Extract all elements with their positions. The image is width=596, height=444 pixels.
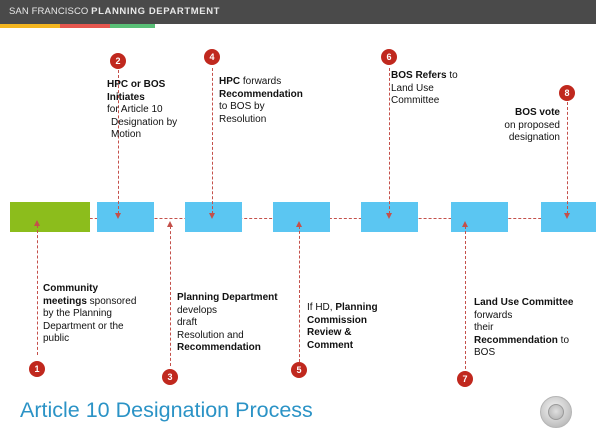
step-desc-line: by the Planning: [43, 308, 112, 319]
step-desc-line: BOS vote: [514, 107, 560, 118]
accent-strip-4: [155, 24, 596, 28]
connector-1-arrow: [34, 220, 40, 226]
connector-5: [299, 226, 300, 362]
step-desc-8: BOS vote on proposed designation: [490, 107, 560, 145]
step-desc-line: designation: [508, 132, 560, 143]
connector-7: [465, 226, 466, 374]
step-desc-line: Community: [43, 283, 98, 294]
step-desc-line: meetings sponsored: [43, 295, 137, 307]
step-desc-line: Land Use Committee: [474, 297, 574, 308]
org-name-bold: PLANNING DEPARTMENT: [91, 6, 221, 17]
step-desc-line: Review &: [307, 327, 352, 338]
connector-8-arrow: [564, 213, 570, 219]
step-badge-7: 7: [457, 371, 473, 387]
connector-8: [567, 102, 568, 214]
seal-emblem-icon: [548, 404, 564, 420]
step-desc-line: to BOS by: [219, 101, 265, 112]
step-desc-line: Commission: [307, 314, 368, 326]
connector-4: [212, 68, 213, 214]
step-desc-line: HPC forwards: [219, 76, 282, 87]
step-desc-line: Planning Department: [177, 292, 278, 303]
step-desc-line: Comment: [307, 339, 354, 351]
timeline-start-box: [10, 202, 90, 232]
step-desc-3: Planning Department develops draft Resol…: [177, 292, 278, 355]
step-desc-line: HPC or BOS: [107, 79, 166, 90]
step-desc-line: forwards: [474, 309, 513, 321]
step-desc-2: HPC or BOS Initiates for Article 10 Desi…: [107, 79, 177, 142]
step-badge-4: 4: [204, 49, 220, 65]
step-badge-8: 8: [559, 85, 575, 101]
connector-6-arrow: [386, 213, 392, 219]
connector-5-arrow: [296, 221, 302, 227]
timeline-box-3: [273, 202, 330, 232]
step-badge-2: 2: [110, 53, 126, 69]
org-name-light: SAN FRANCISCO: [9, 6, 89, 17]
page-title: Article 10 Designation Process: [20, 398, 313, 422]
step-badge-1: 1: [29, 361, 45, 377]
connector-7-arrow: [462, 221, 468, 227]
step-badge-6: 6: [381, 49, 397, 65]
timeline-box-5: [451, 202, 508, 232]
step-desc-line: Recommendation: [219, 88, 303, 100]
accent-strip-2: [60, 24, 110, 28]
step-desc-1: Community meetings sponsored by the Plan…: [43, 283, 136, 346]
step-desc-line: draft: [177, 317, 198, 328]
step-desc-line: Motion: [111, 129, 142, 140]
step-desc-line: Committee: [391, 95, 440, 106]
connector-3: [170, 226, 171, 366]
accent-strip-3: [110, 24, 155, 28]
step-desc-5: If HD, Planning Commission Review & Comm…: [307, 302, 378, 352]
step-desc-line: Resolution and: [177, 329, 244, 341]
step-desc-6: BOS Refers to Land Use Committee: [391, 70, 458, 108]
step-desc-line: on proposed: [504, 119, 560, 131]
step-badge-5: 5: [291, 362, 307, 378]
connector-3-arrow: [167, 221, 173, 227]
connector-2: [118, 70, 119, 214]
connector-2-arrow: [115, 213, 121, 219]
step-desc-line: Recommendation to: [474, 334, 570, 346]
step-desc-4: HPC forwards Recommendation to BOS by Re…: [219, 76, 303, 126]
step-desc-line: develops: [177, 304, 218, 316]
step-desc-line: their: [474, 322, 494, 333]
step-desc-line: Initiates: [107, 91, 145, 103]
step-desc-line: Resolution: [219, 113, 267, 125]
org-name: SAN FRANCISCO PLANNING DEPARTMENT: [9, 6, 220, 20]
step-desc-line: Department or the: [43, 320, 124, 332]
city-seal-logo: [540, 396, 572, 428]
connector-6: [389, 68, 390, 214]
step-desc-line: Land Use: [391, 82, 434, 94]
step-desc-line: BOS: [474, 347, 496, 358]
step-desc-line: Recommendation: [177, 342, 261, 353]
connector-1: [37, 225, 38, 355]
connector-4-arrow: [209, 213, 215, 219]
header-bar: SAN FRANCISCO PLANNING DEPARTMENT: [0, 0, 596, 24]
timeline-box-1: [97, 202, 154, 232]
step-desc-line: BOS Refers to: [391, 70, 458, 81]
step-desc-line: public: [43, 333, 70, 344]
accent-strip-1: [0, 24, 60, 28]
step-desc-7: Land Use Committee forwards their Recomm…: [474, 297, 573, 360]
step-badge-3: 3: [162, 369, 178, 385]
step-desc-line: for Article 10: [107, 104, 163, 115]
step-desc-line: Designation by: [111, 116, 178, 128]
step-desc-line: If HD, Planning: [307, 302, 378, 313]
